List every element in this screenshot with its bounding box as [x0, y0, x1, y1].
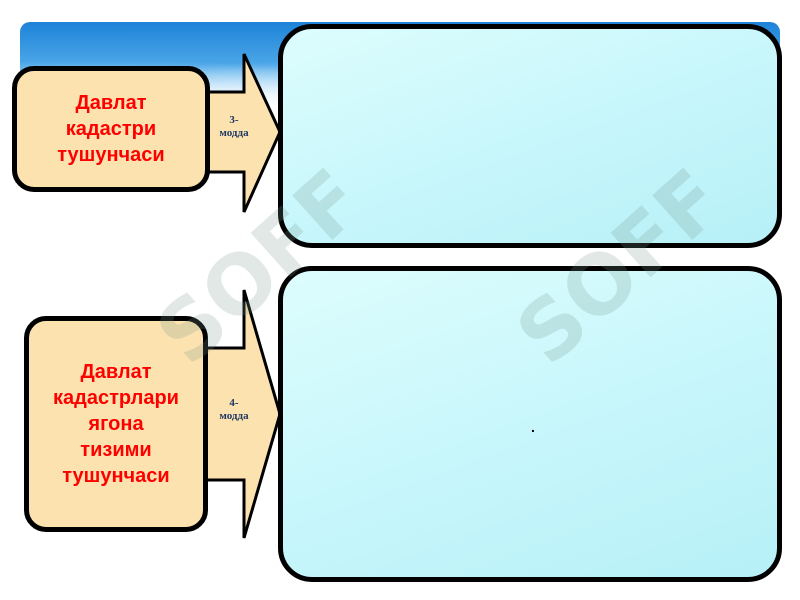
concept-label: Давлат кадастри тушунчаси [57, 92, 165, 166]
concept-box-unified-system: Давлат кадастрлари ягона тизими тушунчас… [24, 316, 208, 532]
arrow-1 [204, 53, 282, 213]
arrow-label-article-3: 3- модда [219, 114, 249, 139]
definition-panel-2: . [278, 266, 782, 582]
concept-label: Давлат кадастрлари ягона тизими тушунчас… [53, 361, 179, 487]
arrow-label-article-4: 4- модда [219, 397, 249, 422]
concept-box-cadastre: Давлат кадастри тушунчаси [12, 66, 210, 192]
panel-text: . [531, 419, 535, 435]
definition-panel-1 [278, 24, 782, 248]
arrow-2 [204, 289, 282, 539]
